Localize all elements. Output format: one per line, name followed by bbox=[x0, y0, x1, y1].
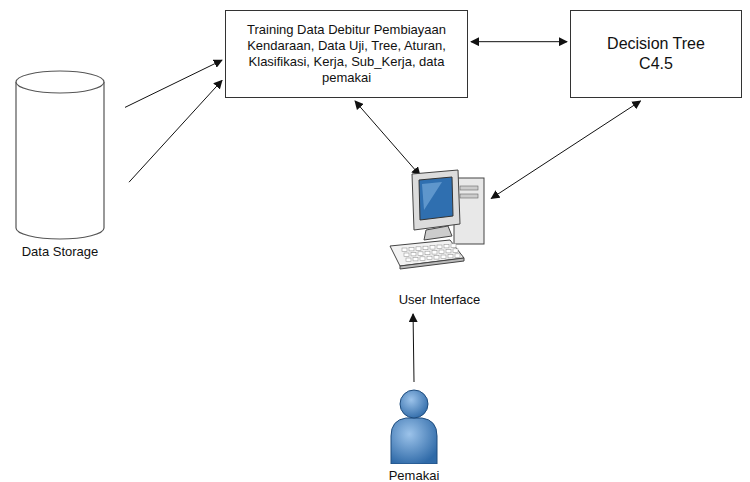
person-shape bbox=[388, 388, 440, 464]
arrow-connector bbox=[355, 101, 420, 175]
arrow-connector bbox=[413, 314, 415, 382]
icon-label: Data Storage bbox=[0, 244, 135, 259]
arrow-connector bbox=[125, 60, 222, 107]
box-text: Decision Tree C4.5 bbox=[596, 34, 716, 74]
user-icon: Pemakai bbox=[388, 388, 440, 464]
cylinder-shape bbox=[15, 70, 105, 240]
process-box: Decision Tree C4.5 bbox=[570, 10, 742, 98]
icon-label: User Interface bbox=[352, 292, 527, 307]
arrow-connector bbox=[491, 101, 640, 198]
computer-icon: User Interface bbox=[382, 160, 497, 288]
box-text: Training Data Debitur Pembiayaan Kendara… bbox=[234, 22, 459, 87]
data-box: Training Data Debitur Pembiayaan Kendara… bbox=[225, 10, 468, 98]
storage-cylinder: Data Storage bbox=[15, 70, 105, 240]
icon-label: Pemakai bbox=[358, 468, 470, 482]
computer-shape bbox=[382, 160, 497, 288]
arrow-connector bbox=[471, 41, 567, 42]
arrow-connector bbox=[129, 80, 222, 182]
